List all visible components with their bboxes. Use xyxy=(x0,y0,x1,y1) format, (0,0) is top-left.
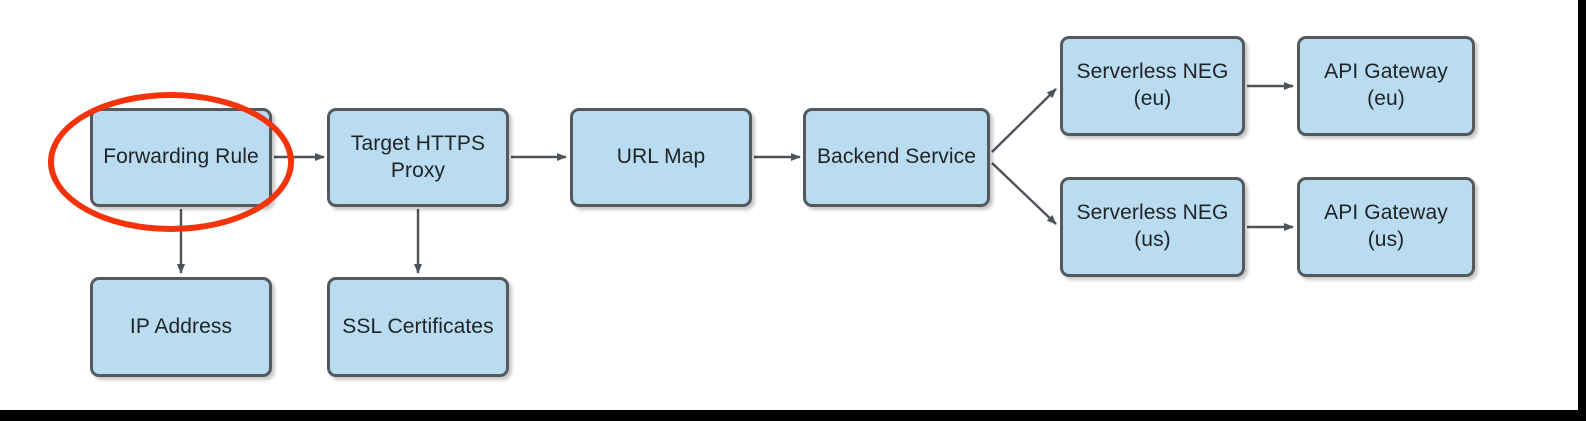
node-target-https-proxy[interactable]: Target HTTPS Proxy xyxy=(327,108,509,207)
node-url-map[interactable]: URL Map xyxy=(570,108,752,207)
node-ip-address-label: IP Address xyxy=(129,314,233,338)
node-forwarding-rule-label: Forwarding Rule xyxy=(103,145,259,169)
edge-backend-service-to-serverless-neg-eu xyxy=(991,88,1057,153)
node-forwarding-rule[interactable]: Forwarding Rule xyxy=(90,108,272,207)
node-backend-service[interactable]: Backend Service xyxy=(803,108,990,207)
node-api-gateway-us[interactable]: API Gateway (us) xyxy=(1297,177,1475,277)
node-ssl-certificates-label: SSL Certificates xyxy=(342,314,494,338)
node-api-gateway-eu[interactable]: API Gateway (eu) xyxy=(1297,36,1475,136)
node-serverless-neg-eu-label: Serverless NEG (eu) xyxy=(1076,60,1229,110)
node-serverless-neg-us-label: Serverless NEG (us) xyxy=(1076,201,1229,251)
node-target-https-proxy-label: Target HTTPS Proxy xyxy=(350,131,486,182)
node-api-gateway-us-label: API Gateway (us) xyxy=(1324,201,1448,251)
node-api-gateway-eu-label: API Gateway (eu) xyxy=(1324,60,1448,110)
node-serverless-neg-us[interactable]: Serverless NEG (us) xyxy=(1060,177,1245,277)
edge-backend-service-to-serverless-neg-us xyxy=(991,162,1057,225)
node-backend-service-label: Backend Service xyxy=(816,145,977,169)
node-ssl-certificates[interactable]: SSL Certificates xyxy=(327,277,509,377)
node-url-map-label: URL Map xyxy=(616,145,706,169)
viewport-bottom-border xyxy=(0,410,1586,421)
node-ip-address[interactable]: IP Address xyxy=(90,277,272,377)
node-serverless-neg-eu[interactable]: Serverless NEG (eu) xyxy=(1060,36,1245,136)
viewport-right-border xyxy=(1578,0,1586,421)
